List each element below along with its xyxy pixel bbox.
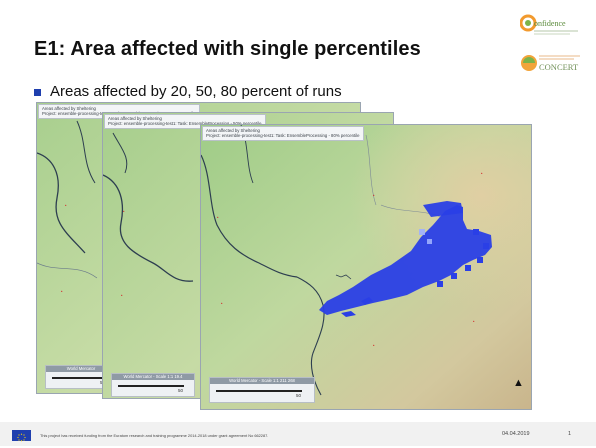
city-label: • <box>373 343 375 348</box>
city-label: • <box>473 319 475 324</box>
slide-title: E1: Area affected with single percentile… <box>34 38 421 60</box>
scale-bar: World Mercator - Scale 1:1 19.4 50 <box>111 373 195 397</box>
bullet-text: Areas affected by 20, 50, 80 percent of … <box>50 83 342 100</box>
scale-line <box>216 390 302 392</box>
city-label: • <box>481 171 483 176</box>
city-label: • <box>217 215 219 220</box>
slide-date: 04.04.2019 <box>502 431 530 437</box>
scale-header: World Mercator - Scale 1:1 211 268 <box>210 378 314 384</box>
slide-number: 1 <box>568 431 572 437</box>
city-label: • <box>373 193 375 198</box>
map-panel-80-percent: Areas affected by Sheltering Project: en… <box>200 124 532 410</box>
north-arrow-icon: ▲ <box>513 377 524 389</box>
scale-line <box>118 385 184 387</box>
logo1-text: onfidence <box>534 19 566 28</box>
bullet-square-icon <box>34 88 41 96</box>
map-terrain <box>201 125 531 409</box>
scale-line <box>52 377 107 379</box>
concert-logo: CONCERT <box>520 48 582 76</box>
logo2-text: CONCERT <box>539 62 579 72</box>
city-label: • <box>121 293 123 298</box>
confidence-logo: onfidence <box>519 12 580 40</box>
scale-max-label: 50 <box>178 388 184 393</box>
scale-max-label: 50 <box>296 393 302 398</box>
scale-bar: World Mercator - Scale 1:1 211 268 50 <box>209 377 315 403</box>
bullet-item: Areas affected by 20, 50, 80 percent of … <box>34 83 342 100</box>
city-label: • <box>221 301 223 306</box>
affected-area-shape <box>319 205 492 315</box>
city-label: • <box>123 209 125 214</box>
funding-statement: This project has received funding from t… <box>40 433 269 438</box>
footer-bar <box>0 422 596 446</box>
map-info-box: Areas affected by Sheltering Project: en… <box>202 126 364 141</box>
eu-flag-icon <box>12 430 31 442</box>
scale-header: World Mercator <box>46 366 116 372</box>
scale-header: World Mercator - Scale 1:1 19.4 <box>112 374 194 380</box>
city-label: • <box>61 289 63 294</box>
city-label: • <box>65 203 67 208</box>
